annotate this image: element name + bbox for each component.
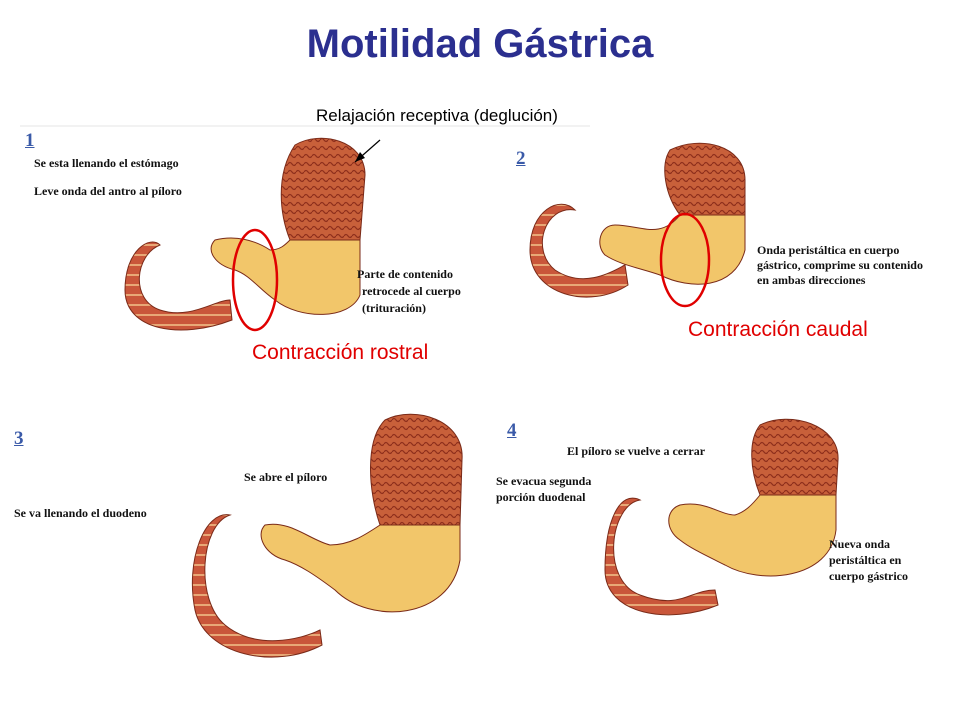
panel-4-label-pylorus-close: El píloro se vuelve a cerrar xyxy=(567,444,706,458)
top-note: Relajación receptiva (deglución) xyxy=(316,106,558,125)
panel-1-label-content-3: (trituración) xyxy=(362,301,426,315)
panel-3-number: 3 xyxy=(14,428,24,449)
panel-4-label-evacuate-1: Se evacua segunda xyxy=(496,474,592,488)
page-title: Motilidad Gástrica xyxy=(306,22,654,66)
panel-4-label-wave-3: cuerpo gástrico xyxy=(829,569,908,583)
panel-1-label-antral-wave: Leve onda del antro al píloro xyxy=(34,184,182,198)
panel-4-label-wave-2: peristáltica en xyxy=(829,553,902,567)
panel-4-label-wave-1: Nueva onda xyxy=(829,537,891,551)
panel-2-drawing xyxy=(529,142,746,308)
panel-2-label-3: en ambas direcciones xyxy=(757,273,866,287)
panel-3-label-duodenum: Se va llenando el duodeno xyxy=(14,506,147,520)
panel-3-label-pylorus: Se abre el píloro xyxy=(244,470,328,484)
contraction-caudal-label: Contracción caudal xyxy=(688,318,868,341)
panel-1-label-filling: Se esta llenando el estómago xyxy=(34,156,179,170)
panel-2-number: 2 xyxy=(516,148,526,169)
panel-4-drawing xyxy=(604,418,839,616)
panel-3-drawing xyxy=(191,413,463,658)
panel-1-drawing xyxy=(124,137,381,332)
panel-1-label-content-1: Parte de contenido xyxy=(357,267,453,281)
contraction-rostral-label: Contracción rostral xyxy=(252,341,429,364)
panel-1-number: 1 xyxy=(25,130,35,151)
panel-4-label-evacuate-2: porción duodenal xyxy=(496,490,586,504)
panel-2-label-2: gástrico, comprime su contenido xyxy=(757,258,923,272)
panel-1-label-content-2: retrocede al cuerpo xyxy=(362,284,461,298)
panel-2-label-1: Onda peristáltica en cuerpo xyxy=(757,243,900,257)
panel-4-number: 4 xyxy=(507,420,517,441)
